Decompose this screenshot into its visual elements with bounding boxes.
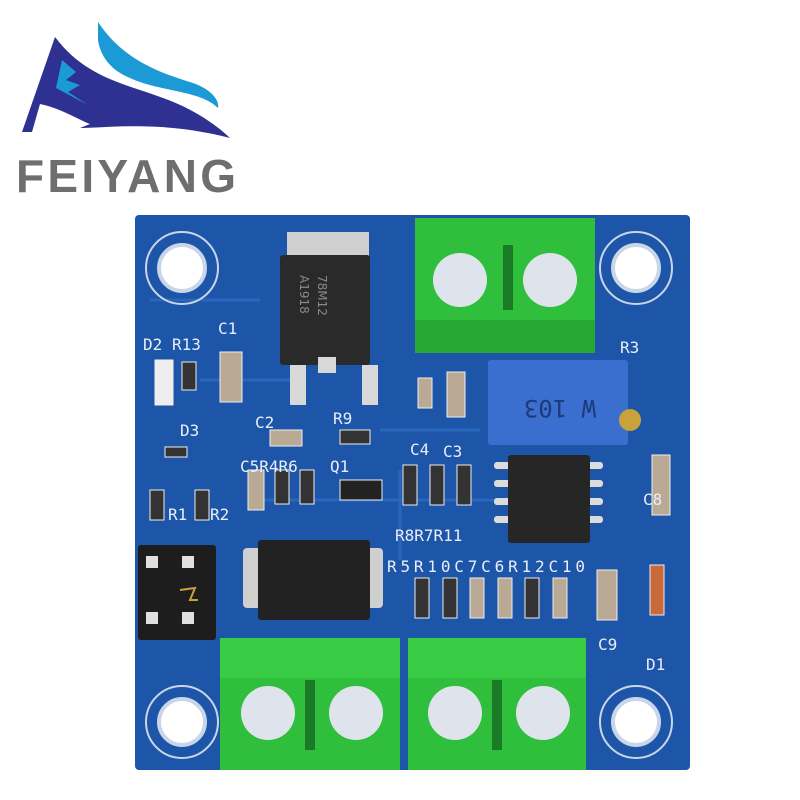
silkscreen-labels: D2 R13 C1 R3 D3 C2 R9 C4 C3 C5R4R6 Q1 R1… xyxy=(143,319,665,674)
terminal-screw[interactable] xyxy=(523,253,577,307)
logo-light-wave xyxy=(98,22,219,108)
ic-chip xyxy=(494,455,603,543)
label-d2: D2 xyxy=(143,335,162,354)
terminal-screw[interactable] xyxy=(329,686,383,740)
optocoupler xyxy=(243,540,383,620)
label-r13: R13 xyxy=(172,335,201,354)
label-c4: C4 xyxy=(410,440,429,459)
terminal-screw[interactable] xyxy=(516,686,570,740)
label-q1: Q1 xyxy=(330,457,349,476)
trimmer-potentiometer: W 103 xyxy=(488,360,641,445)
trimmer-screw xyxy=(619,409,641,431)
jumper-header xyxy=(138,545,216,640)
label-c8: C8 xyxy=(643,490,662,509)
terminal-block-bottom-left xyxy=(220,638,400,770)
logo-light-notch xyxy=(56,60,88,105)
smd-components xyxy=(149,351,671,621)
label-r8r7r11: R8R7R11 xyxy=(395,526,462,545)
feiyang-logo: FEIYANG xyxy=(16,22,236,202)
label-c2: C2 xyxy=(255,413,274,432)
logo-dark-flag xyxy=(22,37,230,138)
label-d3: D3 xyxy=(180,421,199,440)
mounting-hole xyxy=(611,243,661,293)
regulator-marking: 78M12 xyxy=(315,275,329,316)
mounting-hole xyxy=(157,243,207,293)
voltage-regulator: 78M12 A1918 xyxy=(280,232,378,405)
label-d1: D1 xyxy=(646,655,665,674)
pcb-board: 78M12 A1918 W 103 xyxy=(135,215,690,770)
terminal-block-top xyxy=(415,218,595,353)
label-c1: C1 xyxy=(218,319,237,338)
label-r2: R2 xyxy=(210,505,229,524)
mounting-hole xyxy=(611,697,661,747)
terminal-block-bottom-right xyxy=(408,638,586,770)
terminal-screw[interactable] xyxy=(241,686,295,740)
label-c9: C9 xyxy=(598,635,617,654)
label-c3: C3 xyxy=(443,442,462,461)
regulator-batch: A1918 xyxy=(297,275,311,314)
label-c5r4r6: C5R4R6 xyxy=(240,457,298,476)
logo-text: FEIYANG xyxy=(16,150,236,202)
terminal-screw[interactable] xyxy=(428,686,482,740)
label-r1: R1 xyxy=(168,505,187,524)
mounting-hole xyxy=(157,697,207,747)
potentiometer-marking: W 103 xyxy=(524,394,596,422)
label-r9: R9 xyxy=(333,409,352,428)
label-r5-c10: R5R10C7C6R12C10 xyxy=(387,557,585,576)
label-r3: R3 xyxy=(620,338,639,357)
terminal-screw[interactable] xyxy=(433,253,487,307)
mounting-holes xyxy=(157,243,661,747)
